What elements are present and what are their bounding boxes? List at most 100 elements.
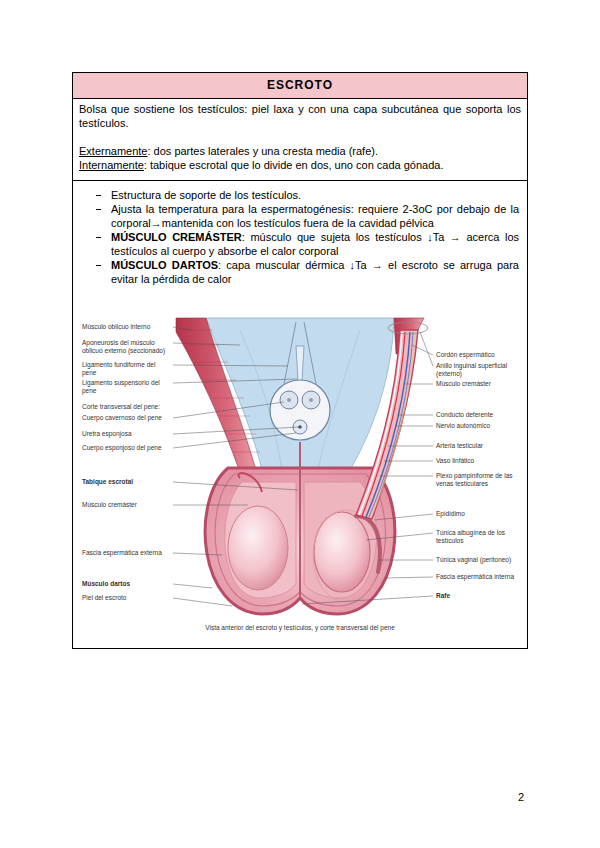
leader-line (396, 426, 433, 427)
leader-line (173, 427, 299, 434)
leader-line (173, 482, 298, 490)
body-text: Estructura de soporte de los testículos. (111, 189, 301, 201)
bullet-item: MÚSCULO DARTOS: capa muscular dérmica ↓T… (93, 258, 519, 286)
part-label: Plexo pampiniforme de las venas testicul… (436, 472, 524, 487)
bullet-dash (93, 188, 111, 202)
part-label: Uretra esponjosa (82, 430, 170, 438)
part-label: Cuerpo cavernoso del pene (82, 414, 170, 422)
fundiform-ligament (284, 322, 316, 384)
leader-line (173, 402, 284, 418)
testis-left (228, 506, 288, 590)
bullet-body: Estructura de soporte de los testículos. (111, 188, 519, 202)
corpus-cavernosum (280, 391, 298, 409)
bold-term: MÚSCULO CREMÁSTER (111, 231, 242, 243)
leader-line (412, 345, 433, 355)
leader-line (173, 598, 232, 606)
bullet-body: MÚSCULO CREMÁSTER: músculo que sujeta lo… (111, 230, 519, 258)
vas-deferens (359, 332, 402, 515)
paragraph: ESCROTO (79, 73, 521, 98)
part-label: Músculo cremáster (82, 501, 170, 509)
bullet-dash-bar (96, 265, 101, 266)
part-label: Ligamento fundiforme del pene (82, 361, 170, 376)
bold-term: MÚSCULO DARTOS (111, 259, 218, 271)
inguinal-ring (388, 322, 428, 334)
figure-caption: Vista anterior del escroto y testículos,… (100, 624, 500, 632)
bullet-dash-bar (96, 237, 101, 238)
paragraph: Internamente: tabique escrotal que lo di… (79, 158, 521, 172)
leader-line (173, 553, 222, 555)
deep-artery (309, 398, 313, 402)
muscle-striations (182, 330, 262, 488)
leader-line (173, 327, 192, 330)
leader-line (173, 584, 212, 588)
header-cell: ESCROTO (72, 72, 528, 99)
part-label: Nervio autonómico (436, 422, 524, 430)
leader-line (405, 384, 433, 385)
leader-lines (173, 327, 433, 606)
bullet-item: MÚSCULO CREMÁSTER: músculo que sujeta lo… (93, 230, 519, 258)
body-text: : dos partes laterales y una cresta medi… (147, 145, 378, 157)
leader-line (374, 514, 433, 520)
bullet-dash-bar (96, 209, 101, 210)
part-label: Rafe (436, 592, 524, 600)
part-label: Cordón espermático (436, 351, 524, 359)
leader-line (173, 343, 240, 345)
bullet-body: MÚSCULO DARTOS: capa muscular dérmica ↓T… (111, 258, 519, 286)
leader-line (384, 461, 433, 462)
title-text: ESCROTO (267, 78, 333, 92)
deep-artery (287, 398, 291, 402)
part-label: Tabique escrotal (82, 478, 170, 486)
leader-line (173, 433, 296, 448)
underlined-term: Externamente (79, 145, 147, 157)
leader-line (388, 446, 433, 447)
part-label: Ligamento suspensorio del pene (82, 379, 170, 394)
part-label: Vaso linfático (436, 457, 524, 465)
leader-line (420, 332, 433, 366)
bullet-dash-bar (96, 195, 101, 196)
leader-line (366, 533, 433, 540)
bullet-body: Ajusta la temperatura para la espermatog… (111, 202, 519, 230)
part-label: Fascia espermática interna (436, 573, 524, 581)
tunica-vaginalis (313, 510, 379, 602)
part-label: Epidídimo (436, 510, 524, 518)
leader-line (173, 379, 297, 383)
external-spermatic-fascia (225, 482, 296, 598)
table-cell: Bolsa que sostiene los testículos: piel … (72, 98, 528, 181)
page-number: 2 (494, 790, 524, 804)
leader-line (380, 476, 433, 477)
epididymis (356, 516, 380, 572)
paragraph: Externamente: dos partes laterales y una… (79, 144, 521, 158)
leader-line (385, 577, 433, 578)
part-label: Fascia espermática externa (82, 549, 170, 557)
underlined-term: Internamente (79, 159, 144, 171)
bullet-item: Ajusta la temperatura para la espermatog… (93, 202, 519, 230)
part-label: Arteria testicular (436, 442, 524, 450)
bullet-dash (93, 202, 111, 216)
part-label: Anillo inguinal superficial (externo) (436, 362, 524, 377)
leader-line (302, 596, 433, 604)
part-label: Músculo oblicuo interno (82, 323, 170, 331)
scrotal-septum (299, 442, 301, 596)
penis-section (270, 380, 330, 440)
leader-line (378, 560, 433, 561)
part-label: Músculo dartos (82, 580, 170, 588)
body-text: Bolsa que sostiene los testículos: piel … (79, 103, 521, 129)
part-label: Túnica albugínea de los testículos (436, 529, 524, 544)
paragraph: Bolsa que sostiene los testículos: piel … (79, 102, 521, 130)
suspensory-ligament (296, 346, 304, 381)
part-label: Aponeurosis del músculo oblicuo externo … (82, 339, 170, 354)
leader-line (173, 365, 288, 366)
part-label: Túnica vaginal (peritoneo) (436, 556, 524, 564)
leader-line (173, 505, 248, 506)
body-text: : tabique escrotal que lo divide en dos,… (144, 159, 444, 171)
cremaster-left (238, 473, 262, 492)
part-label: Cuerpo esponjoso del pene (82, 444, 170, 452)
body-text: Ajusta la temperatura para la espermatog… (111, 203, 519, 229)
bullet-item: Estructura de soporte de los testículos. (93, 188, 519, 202)
part-label: Conducto deferente (436, 411, 524, 419)
bullet-dash (93, 230, 111, 244)
leader-line (398, 415, 433, 416)
part-label: Piel del escroto (82, 594, 170, 602)
pampiniform-plexus (369, 332, 413, 517)
